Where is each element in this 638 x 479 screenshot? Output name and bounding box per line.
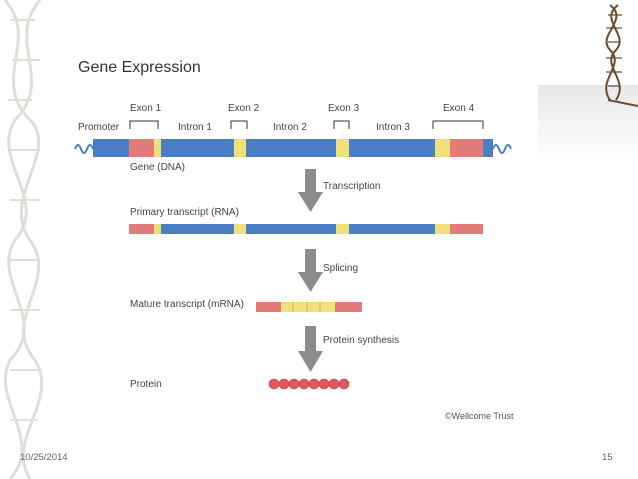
exon-1-yellow	[154, 139, 161, 157]
dna-helix-decoration	[538, 4, 638, 160]
transcription-label: Transcription	[323, 181, 381, 192]
protein-synthesis-label: Protein synthesis	[323, 335, 400, 346]
slide-page-number: 15	[602, 452, 613, 463]
exon-brackets	[129, 120, 484, 129]
slide-date: 10/25/2014	[20, 452, 68, 463]
promoter-label: Promoter	[78, 122, 120, 133]
dna-right-end	[492, 144, 512, 154]
exon-2	[234, 139, 246, 157]
dna-left-end	[74, 144, 94, 154]
dna-background-decoration	[3, 0, 43, 479]
primary-transcript-label: Primary transcript (RNA)	[130, 207, 239, 218]
exon-4-yellow	[435, 139, 450, 157]
dna-gene-bar	[74, 139, 512, 157]
exon-1-red	[129, 139, 154, 157]
primary-transcript-bar	[129, 224, 483, 234]
credit-label: ©Wellcome Trust	[445, 411, 514, 421]
intron-3-label: Intron 3	[376, 122, 410, 133]
transcription-arrow	[298, 169, 323, 212]
splicing-label: Splicing	[323, 263, 359, 274]
exon-3	[336, 139, 349, 157]
dna-strand	[93, 139, 493, 157]
protein-chain	[268, 378, 350, 390]
page-title: Gene Expression	[78, 59, 201, 76]
exon-1-label: Exon 1	[130, 103, 162, 114]
splicing-arrow	[298, 249, 323, 292]
exon-3-label: Exon 3	[328, 103, 360, 114]
mature-transcript-bar	[256, 302, 362, 312]
gene-dna-label: Gene (DNA)	[130, 162, 186, 173]
protein-synthesis-arrow	[298, 326, 323, 372]
mature-transcript-label: Mature transcript (mRNA)	[130, 299, 244, 310]
intron-1-label: Intron 1	[178, 122, 212, 133]
exon-4-red	[450, 139, 483, 157]
exon-2-label: Exon 2	[228, 103, 260, 114]
intron-2-label: Intron 2	[273, 122, 307, 133]
protein-label: Protein	[130, 379, 162, 390]
exon-4-label: Exon 4	[443, 103, 475, 114]
